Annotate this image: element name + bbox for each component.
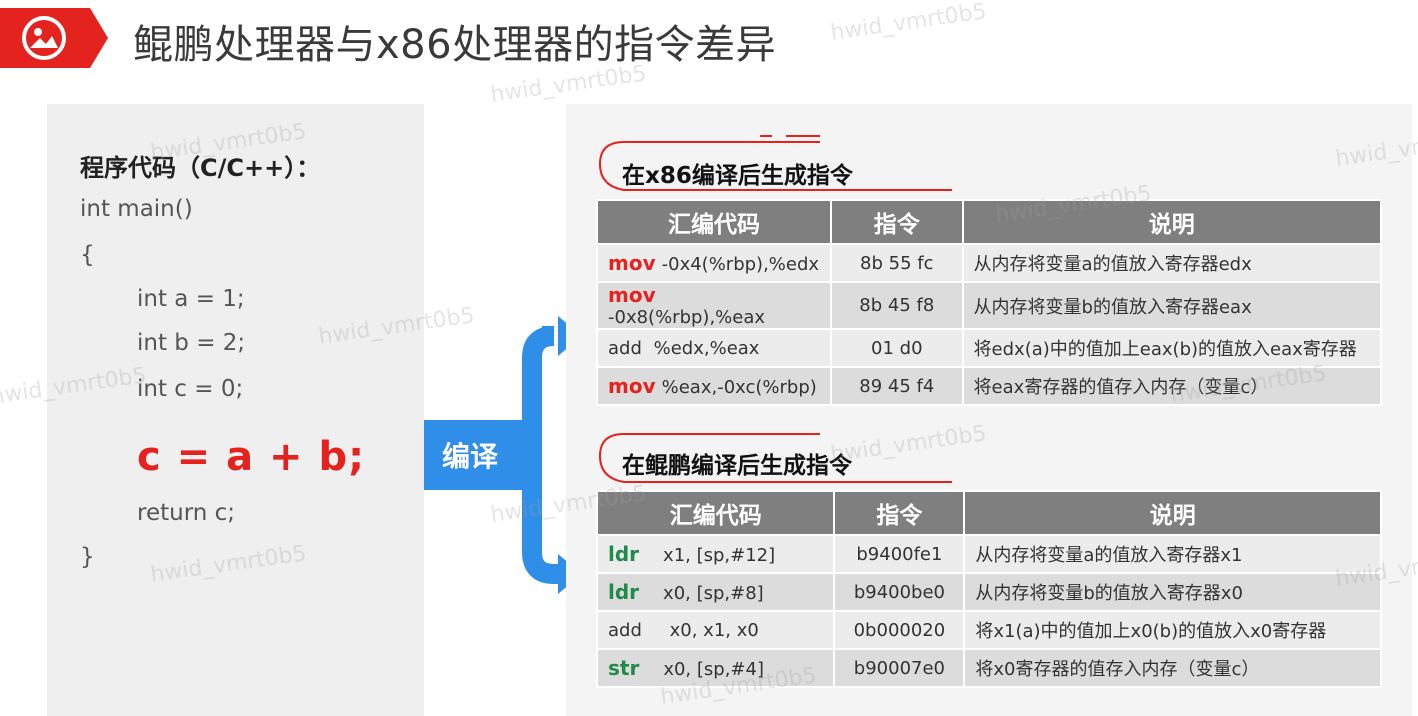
operands: %eax,-0xc(%rbp) bbox=[661, 377, 817, 398]
section-bracket-icon bbox=[598, 433, 952, 483]
opcode: mov bbox=[608, 251, 656, 275]
machine-code: 0b000020 bbox=[833, 610, 966, 650]
machine-code: 8b 55 fc bbox=[829, 243, 964, 283]
machine-code: 89 45 f4 bbox=[829, 366, 964, 406]
description: 将x0寄存器的值存入内存（变量c） bbox=[963, 648, 1382, 688]
description: 从内存将变量a的值放入寄存器edx bbox=[961, 243, 1383, 283]
opcode: mov bbox=[608, 283, 656, 307]
table-header: 指令 bbox=[833, 490, 966, 536]
table-header: 汇编代码 bbox=[596, 199, 832, 245]
code-panel: 程序代码（C/C++）： int main() { int a = 1; int… bbox=[47, 104, 424, 716]
operands: x1, [sp,#12] bbox=[663, 545, 776, 566]
operands: -0x4(%rbp),%edx bbox=[661, 254, 820, 275]
code-line: int b = 2; bbox=[137, 330, 246, 356]
operands: -0x8(%rbp),%eax bbox=[608, 307, 766, 328]
kunpeng-section-title: 在鲲鹏编译后生成指令 bbox=[622, 453, 852, 479]
opcode: add bbox=[608, 619, 642, 641]
code-line: return c; bbox=[137, 500, 236, 526]
code-line: int c = 0; bbox=[137, 376, 244, 402]
table-header: 汇编代码 bbox=[595, 490, 836, 536]
description: 将x1(a)中的值加上x0(b)的值放入x0寄存器 bbox=[963, 610, 1382, 650]
table-header: 说明 bbox=[963, 490, 1382, 536]
code-line: int a = 1; bbox=[137, 286, 245, 312]
table-row: mov%eax,-0xc(%rbp) 89 45 f4 将eax寄存器的值存入内… bbox=[596, 366, 1383, 406]
instruction-panel: 在x86编译后生成指令 汇编代码 指令 说明 mov-0x4(%rbp),%ed… bbox=[566, 104, 1412, 716]
opcode: ldr bbox=[608, 542, 640, 566]
description: 从内存将变量b的值放入寄存器eax bbox=[961, 281, 1383, 330]
machine-code: b90007e0 bbox=[833, 648, 966, 688]
operands: x0, [sp,#4] bbox=[663, 659, 764, 680]
description: 从内存将变量b的值放入寄存器x0 bbox=[963, 572, 1382, 612]
opcode: add bbox=[608, 337, 642, 359]
kunpeng-instruction-table: 汇编代码 指令 说明 ldr x1, [sp,#12] b9400fe1 从内存将… bbox=[595, 490, 1382, 688]
operands: x0, x1, x0 bbox=[663, 619, 759, 641]
x86-section-title: 在x86编译后生成指令 bbox=[622, 163, 853, 189]
machine-code: b9400be0 bbox=[833, 572, 966, 612]
table-row: ldr x1, [sp,#12] b9400fe1 从内存将变量a的值放入寄存器x… bbox=[595, 534, 1382, 574]
opcode: mov bbox=[608, 374, 656, 398]
table-row: add %edx,%eax 01 d0 将edx(a)中的值加上eax(b)的值… bbox=[596, 328, 1383, 368]
code-line: } bbox=[80, 544, 95, 570]
table-row: str x0, [sp,#4] b90007e0 将x0寄存器的值存入内存（变量c… bbox=[595, 648, 1382, 688]
operands: x0, [sp,#8] bbox=[663, 583, 764, 604]
machine-code: 8b 45 f8 bbox=[829, 281, 964, 330]
watermark: hwid_vmrt0b5 bbox=[829, 0, 989, 46]
code-line: int main() bbox=[80, 196, 193, 222]
code-panel-title: 程序代码（C/C++）： bbox=[80, 154, 321, 182]
compile-label: 编译 bbox=[424, 420, 534, 490]
table-row: mov -0x8(%rbp),%eax 8b 45 f8 从内存将变量b的值放入… bbox=[596, 281, 1383, 330]
table-row: add x0, x1, x0 0b000020 将x1(a)中的值加上x0(b)… bbox=[595, 610, 1382, 650]
description: 将edx(a)中的值加上eax(b)的值放入eax寄存器 bbox=[961, 328, 1383, 368]
table-header: 说明 bbox=[961, 199, 1383, 245]
code-highlight: c = a + b; bbox=[137, 434, 366, 480]
description: 从内存将变量a的值放入寄存器x1 bbox=[963, 534, 1382, 574]
x86-instruction-table: 汇编代码 指令 说明 mov-0x4(%rbp),%edx 8b 55 fc 从… bbox=[596, 199, 1383, 406]
table-row: mov-0x4(%rbp),%edx 8b 55 fc 从内存将变量a的值放入寄… bbox=[596, 243, 1383, 283]
section-bracket-icon bbox=[598, 135, 952, 191]
header-banner bbox=[0, 8, 108, 68]
code-line: { bbox=[80, 242, 95, 268]
machine-code: 01 d0 bbox=[829, 328, 964, 368]
table-header: 指令 bbox=[829, 199, 964, 245]
opcode: ldr bbox=[608, 580, 640, 604]
description: 将eax寄存器的值存入内存（变量c） bbox=[961, 366, 1383, 406]
image-icon bbox=[22, 16, 66, 60]
machine-code: b9400fe1 bbox=[833, 534, 966, 574]
operands: %edx,%eax bbox=[647, 337, 760, 359]
table-row: ldr x0, [sp,#8] b9400be0 从内存将变量b的值放入寄存器x0 bbox=[595, 572, 1382, 612]
opcode: str bbox=[608, 656, 640, 680]
page-title: 鲲鹏处理器与x86处理器的指令差异 bbox=[133, 22, 777, 68]
